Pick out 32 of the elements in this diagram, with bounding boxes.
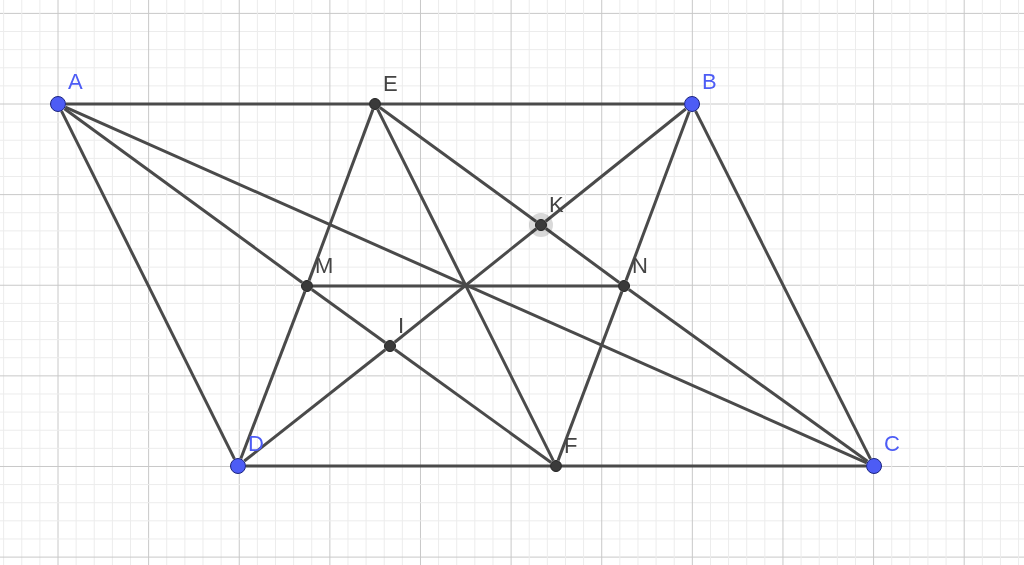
line-segment [63,107,304,284]
line-segment [246,464,550,468]
point-label: I [398,314,405,338]
point-label: K [549,193,564,217]
line-segment [60,110,236,460]
line-segment [381,102,684,106]
point-label: B [702,70,717,94]
point-label: A [68,70,83,94]
line-segment [243,348,387,463]
line-segment [307,109,375,281]
line-segment [64,105,868,465]
line-segment [66,102,369,106]
line-segment [394,348,552,464]
point-label: E [383,72,398,96]
line-segment [556,291,624,461]
point-label: N [632,254,648,278]
line-segment [311,288,386,344]
line-segment [544,227,621,284]
point-label: M [315,254,334,278]
line-segment [239,291,307,460]
point-label: C [884,432,900,456]
point-label: F [564,434,578,458]
line-segment [562,464,866,468]
point-label: D [248,432,264,456]
line-segment [624,110,691,281]
line-segment [628,288,869,463]
line-segment [393,227,538,344]
line-segment [313,284,618,288]
line-segment [544,107,687,223]
line-segment [376,108,555,462]
line-segment [378,106,538,223]
line-segment [694,110,872,460]
